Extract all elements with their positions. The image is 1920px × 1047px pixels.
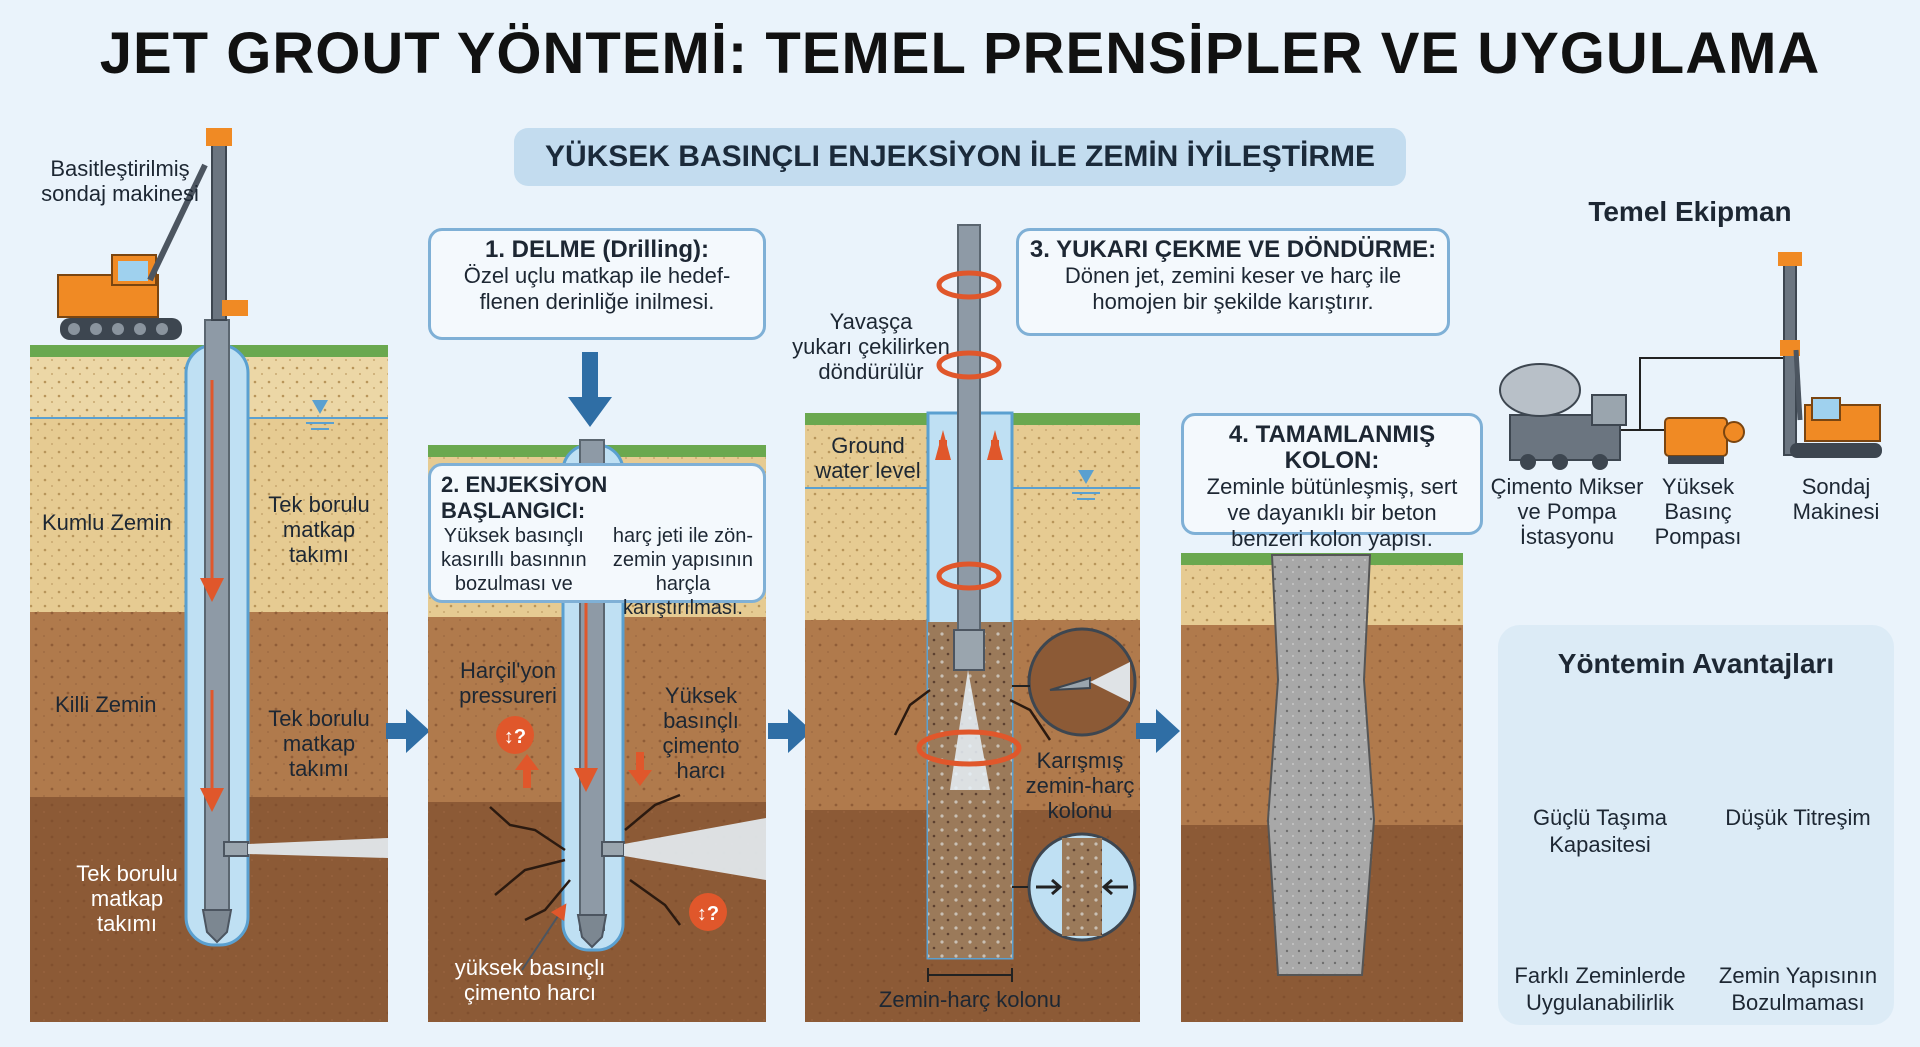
step-2-title: 2. ENJEKSİYON BAŞLANGICI: bbox=[441, 472, 608, 523]
equipment-title: Temel Ekipman bbox=[1588, 196, 1792, 227]
step-2-label-bottom: yüksek basınçlı çimento harcı bbox=[454, 955, 606, 1005]
subtitle-banner: YÜKSEK BASINÇLI ENJEKSİYON İLE ZEMİN İYİ… bbox=[514, 128, 1406, 186]
step-arrow-3 bbox=[1136, 709, 1180, 753]
advantage-bearing-capacity: Güçlü Taşıma Kapasitesi bbox=[1532, 805, 1668, 857]
advantages-title: Yöntemin Avantajları bbox=[1557, 648, 1835, 679]
tool-label-1: Tek borulu matkap takımı bbox=[268, 492, 370, 567]
panel-4-completed-column bbox=[1181, 553, 1463, 1022]
step-2-label-right: Yüksek basınçlı çimento harcı bbox=[662, 683, 740, 783]
main-title: JET GROUT YÖNTEMİ: TEMEL PRENSİPLER VE U… bbox=[99, 21, 1821, 86]
groundwater-label: Ground water level bbox=[815, 433, 921, 483]
advantage-low-vibration: Düşük Titreşim bbox=[1725, 805, 1871, 830]
step-2-text-left: Yüksek basınçlı kasırıllı basınnın bozul… bbox=[441, 525, 587, 595]
column-bottom-label: Zemin-harç kolonu bbox=[878, 987, 1062, 1012]
step-2-callout: 2. ENJEKSİYON BAŞLANGICI: Yüksek basınçl… bbox=[428, 463, 766, 619]
step-2-text-right: harç jeti ile zön- zemin yapısının harçl… bbox=[612, 525, 753, 619]
step-4-title: 4. TAMAMLANMIŞ KOLON: bbox=[1228, 421, 1436, 474]
step-arrow-1 bbox=[386, 709, 430, 753]
step-arrow-2 bbox=[768, 709, 812, 753]
clay-layer-label: Killi Zemin bbox=[55, 692, 157, 717]
step-1-callout: 1. DELME (Drilling): Özel uçlu matkap il… bbox=[428, 228, 766, 340]
advantage-soil-applicability: Farklı Zeminlerde Uygulanabilirlik bbox=[1514, 963, 1686, 1015]
advantage-intact-soil: Zemin Yapısının Bozulmaması bbox=[1718, 963, 1878, 1015]
equipment-illustration bbox=[1499, 252, 1882, 470]
equipment-label-pump: Yüksek Basınç Pompası bbox=[1654, 474, 1742, 549]
drilling-rig-icon bbox=[57, 128, 248, 340]
rig-label: Basitleştirilmiş sondaj makinesi bbox=[41, 156, 199, 206]
tool-label-3: Tek borulu matkap takımı bbox=[76, 861, 178, 936]
step-3-callout: 3. YUKARI ÇEKME VE DÖNDÜRME: Dönen jet, … bbox=[1016, 228, 1450, 336]
tool-label-2: Tek borulu matkap takımı bbox=[268, 706, 370, 781]
equipment-label-drill: Sondaj Makinesi bbox=[1792, 474, 1880, 524]
high-pressure-pump-icon bbox=[1664, 417, 1745, 464]
sand-layer-label: Kumlu Zemin bbox=[42, 510, 172, 535]
equipment-label-mixer: Çimento Mikser ve Pompa İstasyonu bbox=[1490, 474, 1644, 549]
step-1-title: 1. DELME (Drilling): bbox=[485, 236, 709, 263]
grout-column bbox=[1266, 554, 1376, 976]
pressure-icon bbox=[689, 893, 727, 931]
step-1-text: Özel uçlu matkap ile hedef- flenen derin… bbox=[463, 263, 731, 314]
step-4-text: Zeminle bütünleşmiş, sert ve dayanıklı b… bbox=[1206, 474, 1458, 551]
mixed-column-label: Karışmış zemin-harç kolonu bbox=[1025, 748, 1135, 823]
step-3-text: Dönen jet, zemini keser ve harç ile homo… bbox=[1064, 263, 1402, 314]
svg-text:↕?: ↕? bbox=[697, 903, 719, 925]
drilling-machine-icon bbox=[1778, 252, 1882, 458]
svg-text:↕?: ↕? bbox=[504, 726, 526, 748]
step-2-label-left: Harçil'yon pressureri bbox=[459, 658, 557, 708]
panel-3-pullup-rotation bbox=[805, 224, 1140, 1022]
pull-up-label: Yavaşça yukarı çekilirken döndürülür bbox=[792, 309, 950, 384]
pressure-icon bbox=[496, 716, 534, 754]
cement-mixer-icon bbox=[1499, 363, 1627, 470]
step-4-callout: 4. TAMAMLANMIŞ KOLON: Zeminle bütünleşmi… bbox=[1181, 413, 1483, 551]
step-3-title: 3. YUKARI ÇEKME VE DÖNDÜRME: bbox=[1029, 236, 1437, 263]
panel-1-drilling bbox=[30, 128, 388, 1022]
advantages-panel bbox=[1498, 625, 1894, 1025]
downward-arrow-icon bbox=[568, 352, 612, 427]
